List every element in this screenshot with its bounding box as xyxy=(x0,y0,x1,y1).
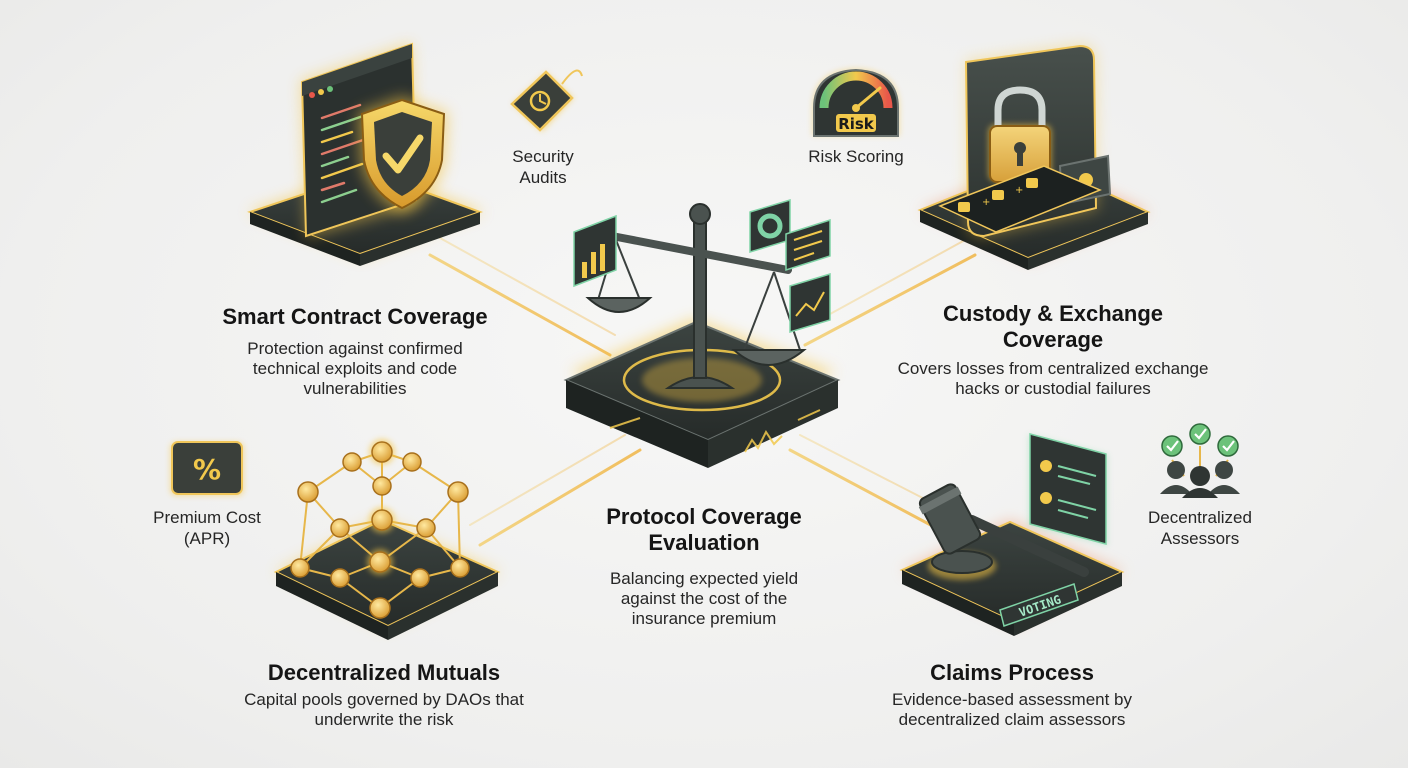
bar-chart-panel-icon xyxy=(573,214,617,288)
smart-contract-illustration xyxy=(247,42,484,266)
approval-check-icons xyxy=(1161,423,1239,457)
risk-gauge-icon: Risk xyxy=(812,68,900,137)
connector-smart-contract xyxy=(428,253,612,357)
shield-check-icon xyxy=(358,96,448,214)
connector-claims xyxy=(788,448,942,532)
trend-panel-icon xyxy=(789,272,831,334)
mutuals-illustration xyxy=(273,439,501,640)
smart-contract-description: Protection against confirmed technical e… xyxy=(247,339,463,398)
svg-text:+: + xyxy=(982,197,990,208)
premium-percent-icon: % xyxy=(170,441,244,496)
connector-mutuals-thin xyxy=(469,434,626,526)
connector-custody-thin xyxy=(809,239,966,326)
people-group-icon xyxy=(1160,461,1240,498)
floating-dashboard-panels xyxy=(573,198,831,334)
mutuals-description: Capital pools governed by DAOs that unde… xyxy=(244,690,524,729)
platform-readout-icon xyxy=(609,409,821,453)
gauge-risk-text: Risk xyxy=(838,115,875,133)
claims-description: Evidence-based assessment by decentraliz… xyxy=(891,690,1133,729)
connector-smart-contract-thin xyxy=(439,237,616,336)
mutuals-title: Decentralized Mutuals xyxy=(267,660,501,685)
claims-title: Claims Process xyxy=(930,660,1094,685)
smart-contract-title: Smart Contract Coverage xyxy=(222,304,488,329)
window-dot-red-icon xyxy=(309,92,315,98)
custody-description: Covers losses from centralized exchange … xyxy=(897,359,1209,398)
premium-cost-label: Premium Cost (APR) xyxy=(153,508,261,548)
padlock-icon xyxy=(988,86,1052,183)
security-audits-label: Security Audits xyxy=(512,147,574,187)
connector-lines xyxy=(428,237,977,547)
claims-illustration: VOTING xyxy=(899,433,1125,636)
donut-panel-icon xyxy=(749,198,791,254)
mini-lock-row-icon: + + xyxy=(938,165,1102,233)
center-description: Balancing expected yield against the cos… xyxy=(609,569,799,628)
connector-mutuals xyxy=(478,448,642,547)
custody-title: Custody & Exchange Coverage xyxy=(942,301,1164,352)
custody-illustration: + + xyxy=(917,44,1151,270)
center-title: Protocol Coverage Evaluation xyxy=(606,504,802,555)
window-dot-yellow-icon xyxy=(318,89,324,95)
svg-text:+: + xyxy=(1015,185,1023,196)
code-lines-icon xyxy=(320,103,374,204)
balance-scale-icon xyxy=(585,203,807,389)
audit-tag-icon xyxy=(510,69,583,132)
connector-custody xyxy=(803,253,977,347)
evidence-panel-icon xyxy=(1028,433,1108,546)
central-scale-illustration xyxy=(563,198,841,468)
network-nodes-icon xyxy=(290,441,470,619)
gavel-icon xyxy=(918,483,1089,580)
window-dot-green-icon xyxy=(327,86,333,92)
assessors-label: Decentralized Assessors xyxy=(1148,508,1252,548)
premium-percent-symbol: % xyxy=(193,453,221,486)
risk-scoring-label: Risk Scoring xyxy=(808,147,904,166)
assessors-icon xyxy=(1160,423,1240,498)
